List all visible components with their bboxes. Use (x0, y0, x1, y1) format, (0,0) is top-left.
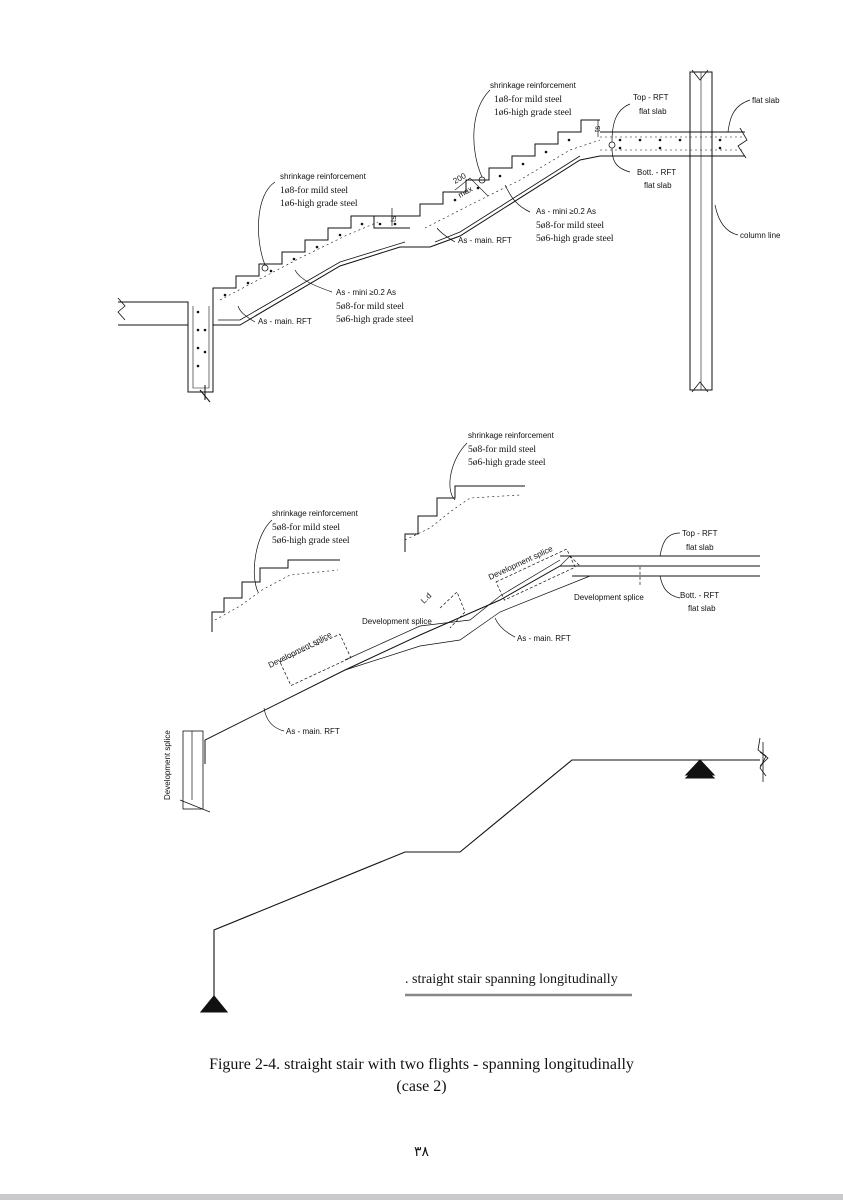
shrinkage-bar-dots (196, 138, 722, 368)
figure-caption-line2: (case 2) (396, 1078, 447, 1095)
left-support-triangle (199, 995, 229, 1013)
system-line (213, 759, 760, 996)
ts-label-upper: ts (593, 126, 602, 132)
as-main-lower-label: As - main. RFT (258, 317, 312, 326)
dev-splice-box-lower (279, 633, 352, 687)
shrinkage-top-mild: 1ø8-for mild steel (494, 94, 562, 105)
shrinkage-left-title: shrinkage reinforcement (280, 172, 367, 181)
as-main2-upper-label: As - main. RFT (517, 634, 571, 643)
reinforcement-detail-labels: shrinkage reinforcement 5ø8-for mild ste… (163, 431, 719, 800)
dev-splice-label-right: Development splice (574, 593, 644, 602)
structural-system-diagram (199, 742, 769, 1013)
upper-step-sketch (404, 485, 525, 552)
shrinkage2-top-high: 5ø6-high grade steel (468, 458, 546, 468)
ld-label: L.d (419, 591, 433, 605)
stair-section-labels: shrinkage reinforcement 1ø8-for mild ste… (258, 81, 781, 326)
right-support-triangle-2 (684, 759, 716, 776)
top-rft2-sub: flat slab (686, 543, 714, 552)
shrinkage2-left-title: shrinkage reinforcement (272, 509, 359, 518)
lower-flight-soffit (213, 246, 430, 326)
lower-step-sketch (211, 559, 340, 632)
dev-splice-label-lower: Development splice (267, 630, 334, 670)
as-mini-upper-high: 5ø6-high grade steel (536, 234, 614, 244)
stair-section-diagram (117, 69, 751, 403)
shrinkage2-left-mild: 5ø8-for mild steel (272, 522, 340, 533)
upper-flight-soffit (429, 155, 601, 248)
dev-splice-label-vertical: Development splice (163, 730, 172, 800)
flat-slab-label: flat slab (752, 96, 780, 105)
ts-label-lower: ts (389, 216, 398, 222)
dev-splice-label-upper: Development splice (487, 544, 555, 582)
bott-rft2-label: Bott. - RFT (680, 591, 719, 600)
left-slab (118, 301, 189, 326)
shrinkage2-top-title: shrinkage reinforcement (468, 431, 555, 440)
shrinkage2-left-high: 5ø6-high grade steel (272, 536, 350, 546)
page-number: ٣٨ (413, 1145, 430, 1160)
as-mini-upper-label: As - mini ≥0.2 As (536, 207, 596, 216)
reinforcement-detail-diagram (179, 442, 767, 813)
lower-flight-steps (212, 215, 410, 298)
shrinkage-top-title: shrinkage reinforcement (490, 81, 577, 90)
shrinkage-top-high: 1ø6-high grade steel (494, 108, 572, 118)
bottom-edge-bar (0, 1194, 843, 1200)
bott-rft2-sub: flat slab (688, 604, 716, 613)
shrinkage2-top-mild: 5ø8-for mild steel (468, 444, 536, 455)
as-mini-lower-label: As - mini ≥0.2 As (336, 288, 396, 297)
figure-caption-line1: Figure 2-4. straight stair with two flig… (209, 1056, 634, 1073)
shrinkage-left-mild: 1ø8-for mild steel (280, 185, 348, 196)
dev-splice-label-mid: Development splice (362, 617, 432, 626)
top-rft-label: Top - RFT (633, 93, 669, 102)
as-mini-upper-mild: 5ø8-for mild steel (536, 220, 604, 231)
top-rft-sub: flat slab (639, 107, 667, 116)
top-rft2-label: Top - RFT (682, 529, 718, 538)
left-beam (187, 298, 214, 393)
as-main-upper-label: As - main. RFT (458, 236, 512, 245)
as-mini-lower-high: 5ø6-high grade steel (336, 315, 414, 325)
bott-rft-label: Bott. - RFT (637, 168, 676, 177)
as-main2-lower-label: As - main. RFT (286, 727, 340, 736)
shrinkage-left-high: 1ø6-high grade steel (280, 199, 358, 209)
column-line-label: column line (740, 231, 781, 240)
middle-landing (374, 119, 600, 217)
structural-system-subtitle: . straight stair spanning longitudinally (405, 972, 618, 987)
as-mini-lower-mild: 5ø8-for mild steel (336, 301, 404, 312)
left-support-box (182, 730, 204, 810)
bott-rft-sub: flat slab (644, 181, 672, 190)
